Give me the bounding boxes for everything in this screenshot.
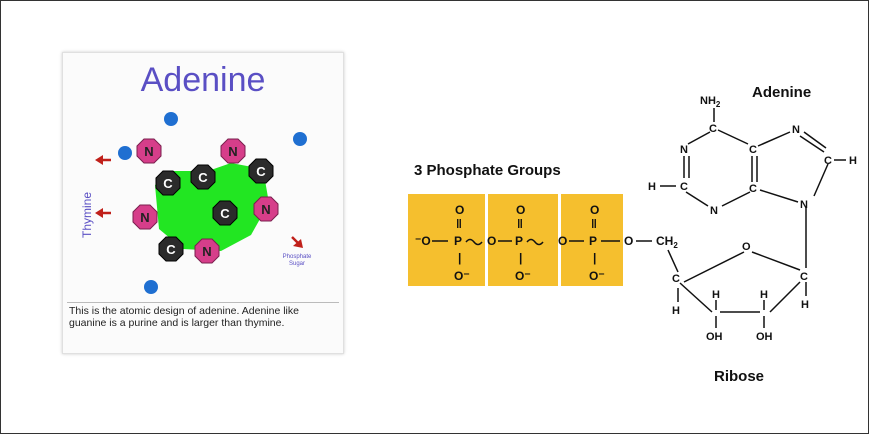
arrow-left-upper: [95, 155, 111, 165]
nitrogen-atom-1: N: [136, 138, 162, 164]
card-caption: This is the atomic design of adenine. Ad…: [69, 305, 299, 329]
double-bond-3: ǁ: [591, 217, 597, 231]
carbon-atom-1: C: [155, 170, 181, 196]
carbon-atom-2: C: [190, 164, 216, 190]
oxygen-bottom-2: O⁻: [515, 269, 531, 283]
phosphate-sugar-label-2: Sugar: [289, 261, 305, 267]
oxygen-top-2: O: [516, 203, 525, 217]
adenine-h2: H: [648, 181, 656, 193]
svg-text:C: C: [256, 164, 266, 179]
nitrogen-atom-4: N: [253, 196, 279, 222]
svg-text:C: C: [163, 176, 173, 191]
svg-text:C: C: [220, 206, 230, 221]
nitrogen-atom-2: N: [220, 138, 246, 164]
svg-text:N: N: [202, 244, 211, 259]
ribose-ring: [667, 206, 807, 328]
ribose-h-1: H: [672, 305, 680, 317]
ribose-oxygen: O: [742, 241, 751, 253]
svg-text:N: N: [261, 202, 270, 217]
bridge-oxygen-1: O: [487, 234, 496, 248]
single-bond-3: |: [593, 251, 596, 265]
svg-text:N: N: [144, 144, 153, 159]
phosphorus-2: P: [515, 234, 523, 248]
oxygen-bottom-3: O⁻: [589, 269, 605, 283]
svg-text:N: N: [228, 144, 237, 159]
ribose-h-3: H: [760, 289, 768, 301]
ch2-group: CH2: [656, 234, 678, 250]
ribose-oh-1: OH: [706, 331, 723, 343]
adenine-c2: C: [680, 181, 688, 193]
oxygen-top-3: O: [590, 203, 599, 217]
svg-text:C: C: [198, 170, 208, 185]
phosphorus-3: P: [589, 234, 597, 248]
nh2-group: NH2: [700, 95, 721, 109]
nitrogen-atom-3: N: [132, 204, 158, 230]
adenine-h8: H: [849, 155, 857, 167]
o-minus-terminal: ⁻O: [415, 234, 431, 248]
phosphate-box-2: [488, 194, 558, 286]
double-bond-1: ǁ: [456, 217, 462, 231]
phosphorus-1: P: [454, 234, 462, 248]
oxygen-bottom-1: O⁻: [454, 269, 470, 283]
adenine-n9: N: [800, 199, 808, 211]
adenine-c5: C: [749, 144, 757, 156]
carbon-atom-3: C: [248, 158, 274, 184]
double-bond-2: ǁ: [517, 217, 523, 231]
atomic-model: Thymine Phosphate Sugar N N N: [80, 112, 312, 294]
ribose-title: Ribose: [714, 368, 764, 385]
hydrogen-atom: [118, 146, 132, 160]
adenine-c4: C: [749, 183, 757, 195]
ribose-h-4: H: [801, 299, 809, 311]
adenine-title: Adenine: [752, 84, 811, 101]
card-separator: [67, 302, 339, 303]
adenine-n3: N: [710, 205, 718, 217]
carbon-atom-4: C: [212, 200, 238, 226]
hydrogen-atom: [144, 280, 158, 294]
card-title: Adenine: [140, 61, 266, 99]
phosphate-box-3: [561, 194, 623, 286]
adenine-model-card: Adenine Thymine Phosphate Sugar N N: [62, 52, 344, 354]
svg-text:C: C: [166, 242, 176, 257]
wave-bond-1: [465, 238, 483, 246]
bridge-oxygen-3: O: [624, 234, 633, 248]
hydrogen-atom: [293, 132, 307, 146]
hydrogen-atom: [164, 112, 178, 126]
nitrogen-atom-5: N: [194, 238, 220, 264]
adenine-n1: N: [680, 144, 688, 156]
thymine-label: Thymine: [80, 192, 94, 238]
ribose-carbon-right: C: [800, 271, 808, 283]
carbon-atom-5: C: [158, 236, 184, 262]
adenine-c8: C: [824, 155, 832, 167]
wave-bond-2: [526, 238, 544, 246]
phosphate-sugar-label-1: Phosphate: [283, 254, 312, 260]
adenine-n7: N: [792, 124, 800, 136]
arrow-left-lower: [95, 208, 111, 218]
oxygen-top-1: O: [455, 203, 464, 217]
bridge-oxygen-2: O: [558, 234, 567, 248]
svg-text:N: N: [140, 210, 149, 225]
ribose-carbon-left: C: [672, 273, 680, 285]
adenine-c6: C: [709, 123, 717, 135]
arrow-diagonal: [291, 236, 303, 248]
adenine-bonds: [660, 108, 846, 207]
ribose-oh-2: OH: [756, 331, 773, 343]
ring-body: [155, 163, 269, 251]
single-bond-2: |: [519, 251, 522, 265]
phosphate-groups-title: 3 Phosphate Groups: [414, 162, 561, 179]
ribose-h-2: H: [712, 289, 720, 301]
single-bond-1: |: [458, 251, 461, 265]
